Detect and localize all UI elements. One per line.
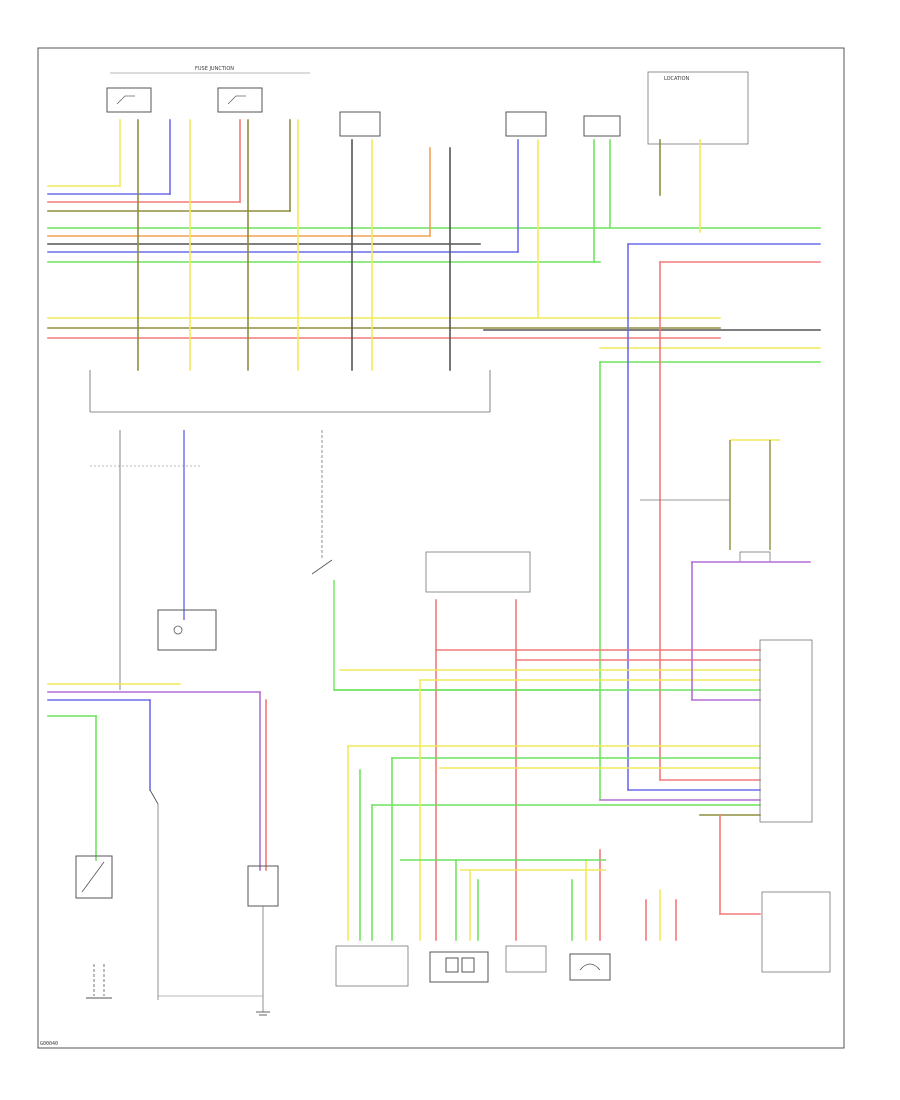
diagram-frame [37,47,845,1049]
shift-lock-solenoid-box [247,865,279,907]
right-top-block [647,71,749,145]
fuse-junction-group: FUSE JUNCTION [106,66,310,113]
relay-box-a [339,111,381,137]
shift-lock-switch-box [75,855,113,899]
right-connectors [483,243,821,801]
right-bottom-box [761,891,831,973]
pcm-connector [759,639,813,823]
fuse-junction-caption: FUSE JUNCTION [195,66,234,72]
fuse-box-1 [106,87,152,113]
left-bus [47,683,267,871]
throttle-sensor-box [429,951,489,983]
speed-sensor-box [505,945,547,973]
bottom-drops [347,679,761,941]
relay-box-c [583,115,621,137]
left-middle [90,430,217,690]
top-bus [47,185,821,339]
fuse-box-2 [217,87,263,113]
top-drops [119,119,701,371]
relay-mid-right [640,439,780,563]
pcm-upper-block [425,551,531,593]
relay-box-b [505,111,547,137]
o2-sensor-box [569,953,611,981]
shift-lock-area [75,789,279,1016]
pcm-bundle [333,561,813,941]
connector-row-top [89,370,491,413]
chassis-ground-left [86,964,112,999]
center-relay [311,430,600,691]
bottom-sensors [335,891,831,987]
right-top-caption: LOCATION [664,76,690,82]
ground-mid [256,1011,270,1016]
footer-code: G00040 [40,1041,58,1047]
brake-switch-box [157,609,217,651]
dual-switch-box [335,945,409,987]
